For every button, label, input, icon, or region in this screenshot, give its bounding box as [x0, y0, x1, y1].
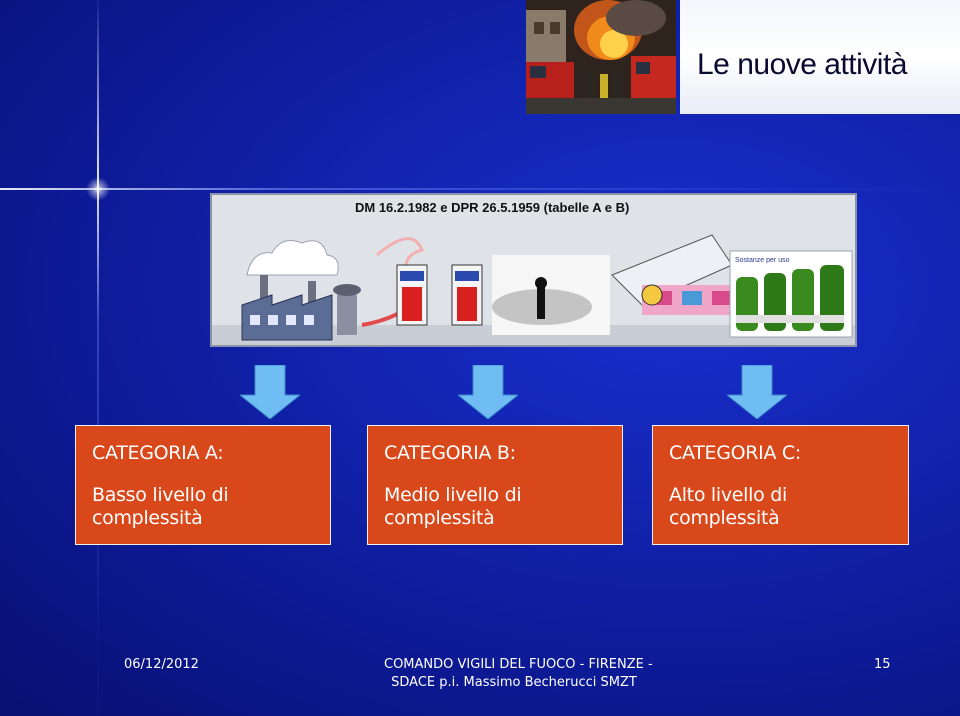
- title-background: [680, 0, 960, 114]
- category-c-line1: Alto livello di: [669, 484, 787, 506]
- svg-text:Sostanze per uso: Sostanze per uso: [735, 257, 790, 264]
- fuel-pump-icon: [396, 264, 483, 326]
- auditorium-icon: [492, 255, 610, 335]
- category-a-title: CATEGORIA A:: [92, 442, 224, 464]
- category-b-description: Medio livello di complessità: [384, 484, 584, 530]
- category-c-description: Alto livello di complessità: [669, 484, 869, 530]
- category-b-box: CATEGORIA B: Medio livello di complessit…: [367, 425, 623, 545]
- category-a-description: Basso livello di complessità: [92, 484, 292, 530]
- category-a-line2: complessità: [92, 507, 203, 529]
- footer-organization-line2: SDACE p.i. Massimo Becherucci SMZT: [391, 675, 637, 690]
- fire-scene-photo: [526, 0, 676, 114]
- activities-infographic: Sostanze per uso: [210, 193, 857, 347]
- category-c-line2: complessità: [669, 507, 780, 529]
- category-a-line1: Basso livello di: [92, 484, 229, 506]
- arrow-down-icon: [458, 365, 518, 419]
- decorative-vertical-line: [97, 0, 99, 716]
- chemical-bottles-icon: Sostanze per uso: [729, 250, 853, 338]
- factory-icon: [241, 240, 361, 341]
- footer-date: 06/12/2012: [124, 657, 199, 672]
- parking-garage-icon: [611, 234, 742, 315]
- slide-title: Le nuove attività: [697, 48, 907, 81]
- sparkle-decoration: [84, 175, 112, 203]
- decorative-horizontal-line: [0, 188, 960, 190]
- footer-organization-line1: COMANDO VIGILI DEL FUOCO - FIRENZE -: [384, 657, 653, 672]
- category-b-line2: complessità: [384, 507, 495, 529]
- category-c-box: CATEGORIA C: Alto livello di complessità: [652, 425, 909, 545]
- category-b-title: CATEGORIA B:: [384, 442, 516, 464]
- arrow-down-icon: [240, 365, 300, 419]
- arrow-down-icon: [727, 365, 787, 419]
- page-number: 15: [874, 657, 891, 672]
- category-b-line1: Medio livello di: [384, 484, 522, 506]
- regulation-header: DM 16.2.1982 e DPR 26.5.1959 (tabelle A …: [355, 200, 630, 215]
- category-c-title: CATEGORIA C:: [669, 442, 801, 464]
- category-a-box: CATEGORIA A: Basso livello di complessit…: [75, 425, 331, 545]
